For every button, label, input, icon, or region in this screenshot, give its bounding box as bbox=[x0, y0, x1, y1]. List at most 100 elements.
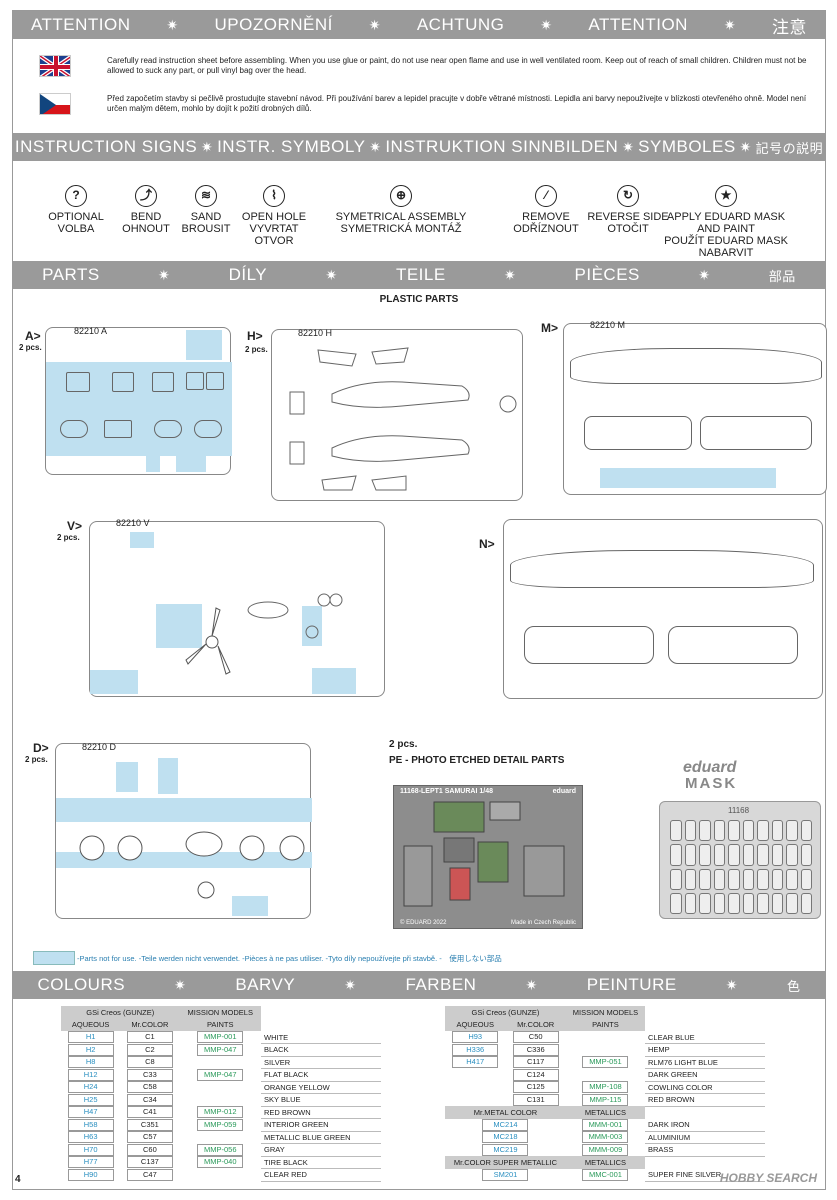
color-code: H93 bbox=[452, 1031, 499, 1044]
part bbox=[66, 372, 90, 392]
watermark-text: HOBBY SEARCH bbox=[719, 1171, 817, 1185]
colours-band: COLOURS✷ BARVY✷ FARBEN✷ PEINTURE✷ 色 bbox=[13, 971, 825, 999]
color-code: H70 bbox=[67, 1143, 114, 1156]
instruction-page: ATTENTION✷ UPOZORNĚNÍ✷ ACHTUNG✷ ATTENTIO… bbox=[12, 10, 827, 1190]
mask-piece bbox=[757, 892, 769, 914]
mask-piece bbox=[757, 868, 769, 890]
color-code: H2 bbox=[67, 1043, 114, 1056]
color-code: SM201 bbox=[482, 1168, 529, 1181]
sign-label: REVERSE SIDE OTOČIT bbox=[587, 211, 669, 235]
color-code: MC218 bbox=[482, 1131, 529, 1144]
colours-de: FARBEN bbox=[405, 975, 477, 994]
sign-sand: ≋SAND BROUSIT bbox=[161, 185, 251, 235]
mask-piece bbox=[800, 868, 812, 890]
color-code: MMP-108 bbox=[582, 1081, 629, 1094]
not-used-area bbox=[156, 604, 202, 648]
mask-piece bbox=[742, 820, 754, 842]
star-icon: ✷ bbox=[698, 266, 711, 283]
signs-en: INSTRUCTION SIGNS bbox=[14, 137, 198, 156]
not-used-area bbox=[312, 668, 356, 694]
pe-brand: eduard bbox=[552, 788, 576, 795]
color-code: H77 bbox=[67, 1156, 114, 1169]
colours-jp: 色 bbox=[786, 978, 801, 994]
sprue-v-label: V> bbox=[67, 519, 83, 533]
star-icon: ✷ bbox=[622, 138, 635, 155]
sprue-v: 82210 V bbox=[89, 518, 385, 697]
wing-lower-right bbox=[700, 416, 812, 450]
color-code: H63 bbox=[67, 1131, 114, 1144]
color-name: COWLING COLOR bbox=[645, 1081, 765, 1094]
wing-lower-left bbox=[524, 626, 654, 664]
parts-fr: PIÈCES bbox=[574, 265, 640, 284]
mask-piece bbox=[771, 892, 783, 914]
sign-label: OPEN HOLE VYVRTAT OTVOR bbox=[241, 211, 307, 247]
sprue-a-code: 82210 A bbox=[74, 326, 108, 336]
sign-symmetric: ⊕ SYMETRICAL ASSEMBLY SYMETRICKÁ MONTÁŽ bbox=[335, 185, 467, 235]
part bbox=[60, 420, 88, 438]
color-code: C2 bbox=[126, 1043, 173, 1056]
sprue-v-pcs: 2 pcs. bbox=[57, 533, 80, 542]
mm-header: MISSION MODELS bbox=[179, 1006, 261, 1019]
mask-piece bbox=[684, 820, 696, 842]
mrcolor-header: Mr.COLOR bbox=[505, 1018, 566, 1031]
part bbox=[194, 420, 222, 438]
pe-parts-drawing bbox=[403, 801, 565, 907]
color-code: H1 bbox=[67, 1031, 114, 1044]
sign-label: SYMETRICAL ASSEMBLY SYMETRICKÁ MONTÁŽ bbox=[335, 211, 467, 235]
signs-de: INSTRUKTION SINNBILDEN bbox=[385, 137, 619, 156]
color-code: MMP-056 bbox=[197, 1143, 244, 1156]
sprue-a: 82210 A bbox=[45, 326, 232, 475]
sign-knife: ⁄REMOVE ODŘÍZNOUT bbox=[501, 185, 591, 235]
color-code: C124 bbox=[512, 1068, 559, 1081]
color-name: ALUMINIUM bbox=[645, 1131, 765, 1144]
symmetric-icon: ⊕ bbox=[390, 185, 412, 207]
mask-piece bbox=[786, 892, 798, 914]
color-name: INTERIOR GREEN bbox=[261, 1118, 381, 1132]
mask-piece bbox=[771, 844, 783, 866]
signs-band: INSTRUCTION SIGNS✷ INSTR. SYMBOLY✷ INSTR… bbox=[13, 133, 825, 161]
aqueous-header: AQUEOUS bbox=[445, 1018, 506, 1031]
attention-en: ATTENTION bbox=[30, 15, 131, 34]
attention-fr: ATTENTION bbox=[588, 15, 688, 34]
subheader: METALLICS bbox=[565, 1156, 645, 1169]
color-code: MMM-001 bbox=[582, 1118, 629, 1131]
mask-brand: eduard bbox=[683, 759, 737, 776]
color-code: H336 bbox=[452, 1043, 499, 1056]
color-code: C50 bbox=[512, 1031, 559, 1044]
sprue-v-code: 82210 V bbox=[116, 518, 150, 528]
sprue-h-code: 82210 H bbox=[298, 328, 333, 338]
mask-piece bbox=[771, 820, 783, 842]
pe-title: 11168-LEPT1 SAMURAI 1/48 bbox=[400, 788, 493, 795]
sprue-d-code: 82210 D bbox=[82, 742, 117, 752]
warning-text-cz: Před započetím stavby si pečlivě prostud… bbox=[107, 94, 807, 113]
color-code: MMP-001 bbox=[197, 1031, 244, 1044]
sign-label: APPLY EDUARD MASK AND PAINT POUŽÍT EDUAR… bbox=[664, 211, 788, 259]
parts-en: PARTS bbox=[42, 265, 100, 284]
color-name: RED BROWN bbox=[261, 1106, 381, 1119]
mask-piece bbox=[771, 868, 783, 890]
part bbox=[104, 420, 132, 438]
sign-reverse: ↻REVERSE SIDE OTOČIT bbox=[583, 185, 673, 235]
color-code: C34 bbox=[126, 1093, 173, 1106]
attention-jp: 注意 bbox=[771, 17, 807, 37]
mask-piece bbox=[757, 820, 769, 842]
sprue-d-label: D> bbox=[33, 741, 49, 755]
parts-de: TEILE bbox=[395, 265, 446, 284]
star-icon: ✷ bbox=[201, 138, 214, 155]
sign-drill: ⌇OPEN HOLE VYVRTAT OTVOR bbox=[229, 185, 319, 247]
colours-en: COLOURS bbox=[37, 975, 126, 994]
wing-upper bbox=[570, 348, 822, 384]
pe-heading: PE - PHOTO ETCHED DETAIL PARTS bbox=[389, 755, 565, 766]
not-used-area bbox=[56, 798, 312, 822]
sprue-h-pcs: 2 pcs. bbox=[245, 345, 268, 354]
color-code: MMP-047 bbox=[197, 1043, 244, 1056]
